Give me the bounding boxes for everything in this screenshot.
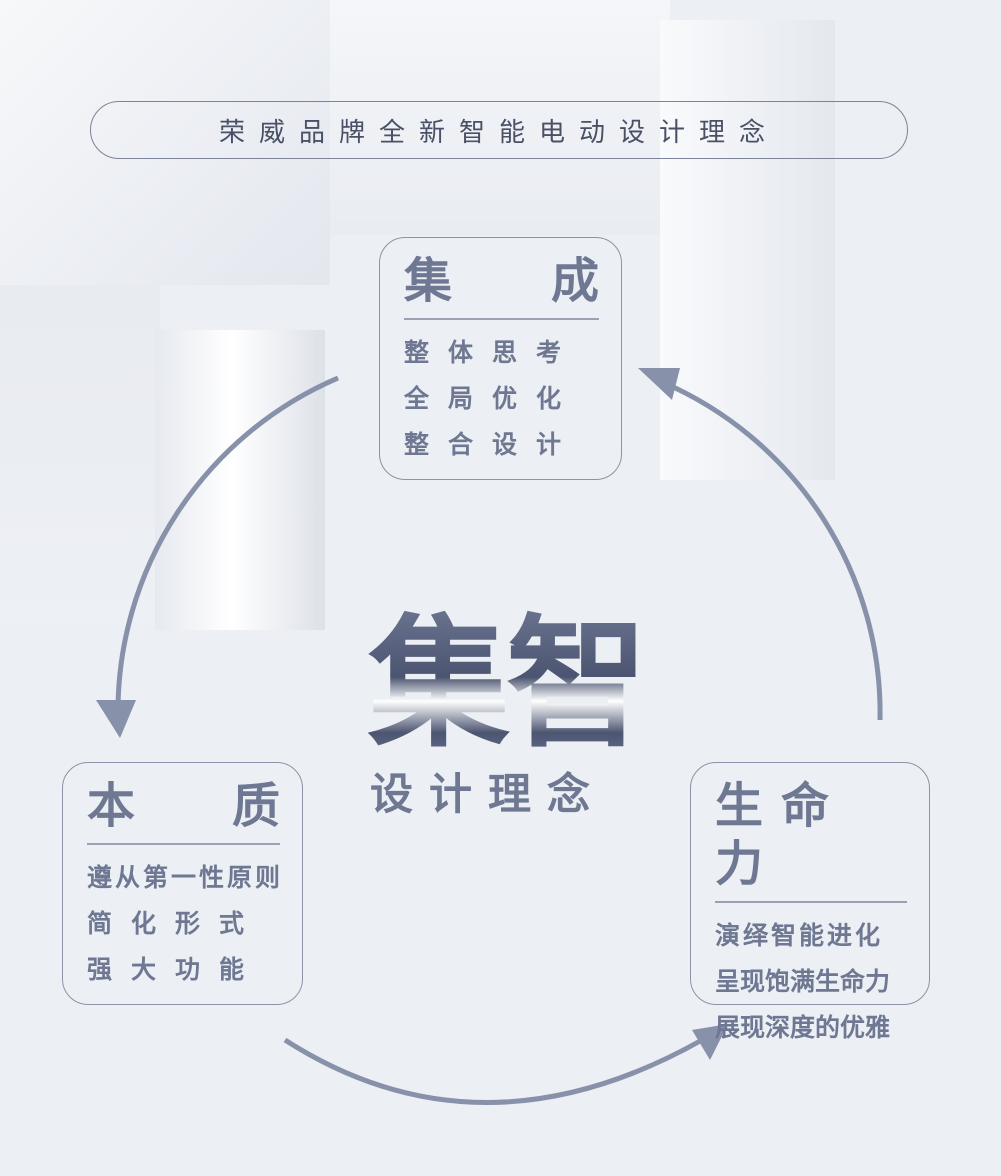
banner-text: 荣威品牌全新智能电动设计理念 bbox=[218, 117, 779, 148]
center-title: 集智 bbox=[368, 605, 648, 765]
title-char: 集 bbox=[404, 253, 453, 309]
box-line: 简化形式 bbox=[87, 908, 264, 938]
box-line: 整体思考 bbox=[404, 337, 581, 367]
arrow-essence-to-vitality bbox=[283, 1037, 704, 1105]
box-line: 展现深度的优雅 bbox=[715, 1012, 891, 1042]
box-line: 强大功能 bbox=[87, 954, 264, 984]
box-integrated: 集 成 整体思考 全局优化 整合设计 bbox=[379, 237, 622, 480]
center-subtitle: 设计理念 bbox=[370, 770, 606, 820]
title-char: 成 bbox=[550, 253, 599, 309]
background-panel bbox=[0, 0, 330, 285]
title-char: 质 bbox=[231, 778, 280, 834]
arrowhead-essence bbox=[96, 700, 136, 738]
background-panel bbox=[660, 20, 835, 480]
top-banner: 荣威品牌全新智能电动设计理念 bbox=[90, 101, 908, 159]
arrowhead-integrated bbox=[638, 368, 680, 400]
box-line: 演绎智能进化 bbox=[715, 920, 884, 950]
title-char: 本 bbox=[87, 778, 136, 834]
background-panel bbox=[155, 330, 325, 630]
box-integrated-title: 集 成 bbox=[404, 252, 599, 310]
divider bbox=[715, 901, 907, 903]
background-panel bbox=[330, 0, 670, 235]
box-line: 呈现饱满生命力 bbox=[715, 966, 891, 996]
divider bbox=[87, 843, 280, 845]
box-line: 整合设计 bbox=[404, 429, 581, 459]
arrowhead-vitality bbox=[692, 1024, 728, 1060]
box-essence: 本 质 遵从第一性原则 简化形式 强大功能 bbox=[62, 762, 303, 1005]
background-panel bbox=[0, 285, 160, 625]
box-line: 遵从第一性原则 bbox=[87, 862, 284, 892]
arrow-integrated-to-essence bbox=[115, 375, 339, 716]
box-vitality: 生命力 演绎智能进化 呈现饱满生命力 展现深度的优雅 bbox=[690, 762, 930, 1042]
box-essence-title: 本 质 bbox=[87, 777, 280, 835]
box-vitality-title: 生命力 bbox=[715, 778, 848, 892]
box-line: 全局优化 bbox=[404, 383, 581, 413]
arrow-vitality-to-integrated bbox=[661, 379, 883, 721]
divider bbox=[404, 318, 599, 320]
